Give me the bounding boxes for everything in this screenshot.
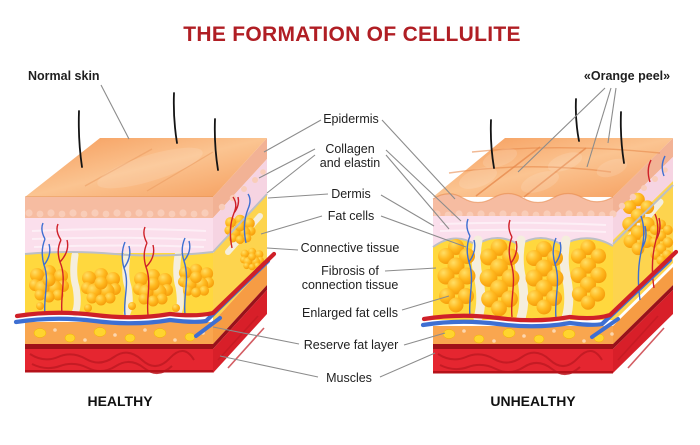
collagen-leader-left	[266, 154, 316, 194]
healthy-dermis-layer	[25, 218, 213, 253]
orange-peel-leader	[586, 87, 612, 168]
healthy-reserve-fat-layer	[25, 322, 213, 344]
fat-cells-leader-right	[380, 215, 467, 248]
unhealthy-hairs	[489, 98, 625, 169]
connective-tissue-leader-left	[266, 247, 299, 251]
epidermis-leader-left	[263, 119, 322, 153]
healthy-vessel-band	[13, 251, 277, 338]
healthy-side-muscle	[213, 290, 267, 373]
healthy-blue-capillaries	[41, 193, 251, 316]
fat-cells-leader-left	[260, 215, 323, 235]
dermis-leader-right	[380, 194, 435, 227]
muscles-leader-left	[219, 355, 319, 378]
dermis-leader-left	[267, 193, 329, 199]
reserve-fat-layer-label: Reserve fat layer	[303, 338, 399, 352]
reserve-fat-leader-right	[403, 332, 446, 346]
orange-peel-leader	[517, 87, 606, 173]
unhealthy-skin-surface	[433, 138, 673, 198]
leader-lines	[100, 84, 617, 378]
muscles-leader-right	[379, 352, 436, 378]
connective-tissue-label: Connective tissue	[300, 241, 400, 255]
healthy-fat-cells	[29, 263, 214, 312]
healthy-side-reserve-fat	[213, 263, 267, 344]
reserve-fat-leader-left	[212, 326, 300, 345]
normal-skin-label: Normal skin	[28, 69, 100, 83]
enlarged-fat-cells-label: Enlarged fat cells	[302, 306, 398, 320]
unhealthy-blue-capillaries	[466, 155, 666, 319]
collagen-leader-right	[385, 154, 450, 230]
fat-cells-label: Fat cells	[327, 209, 375, 223]
healthy-hairs	[77, 92, 219, 171]
fibrosis-label: Fibrosis of connection tissue	[301, 264, 399, 292]
orange-peel-leader	[607, 87, 617, 144]
healthy-skin-block	[13, 92, 277, 374]
unhealthy-caption: UNHEALTHY	[490, 393, 576, 409]
unhealthy-fibrosis-septa	[471, 235, 574, 323]
collagen-leader-left	[258, 148, 316, 179]
healthy-side-epidermis	[213, 138, 267, 218]
collagen-leader-right	[385, 149, 462, 222]
collagen-elastin-label: Collagen and elastin	[319, 142, 381, 170]
muscles-label: Muscles	[326, 371, 372, 385]
orange-peel-label: «Orange peel»	[583, 69, 671, 83]
normal-skin-leader	[100, 84, 130, 140]
enlarged-fat-cells-leader-right	[401, 295, 450, 311]
dermis-label: Dermis	[331, 187, 371, 201]
healthy-red-capillaries	[56, 196, 240, 316]
page-title: THE FORMATION OF CELLULITE	[183, 23, 521, 46]
fibrosis-leader-right	[384, 267, 437, 272]
unhealthy-side-epidermis	[613, 138, 673, 216]
unhealthy-skin-block	[420, 98, 679, 375]
unhealthy-vessel-band	[420, 249, 679, 339]
epidermis-leader-right	[381, 119, 456, 200]
epidermis-label: Epidermis	[323, 112, 379, 126]
unhealthy-side-reserve-fat	[613, 267, 673, 344]
healthy-caption: HEALTHY	[87, 393, 153, 409]
